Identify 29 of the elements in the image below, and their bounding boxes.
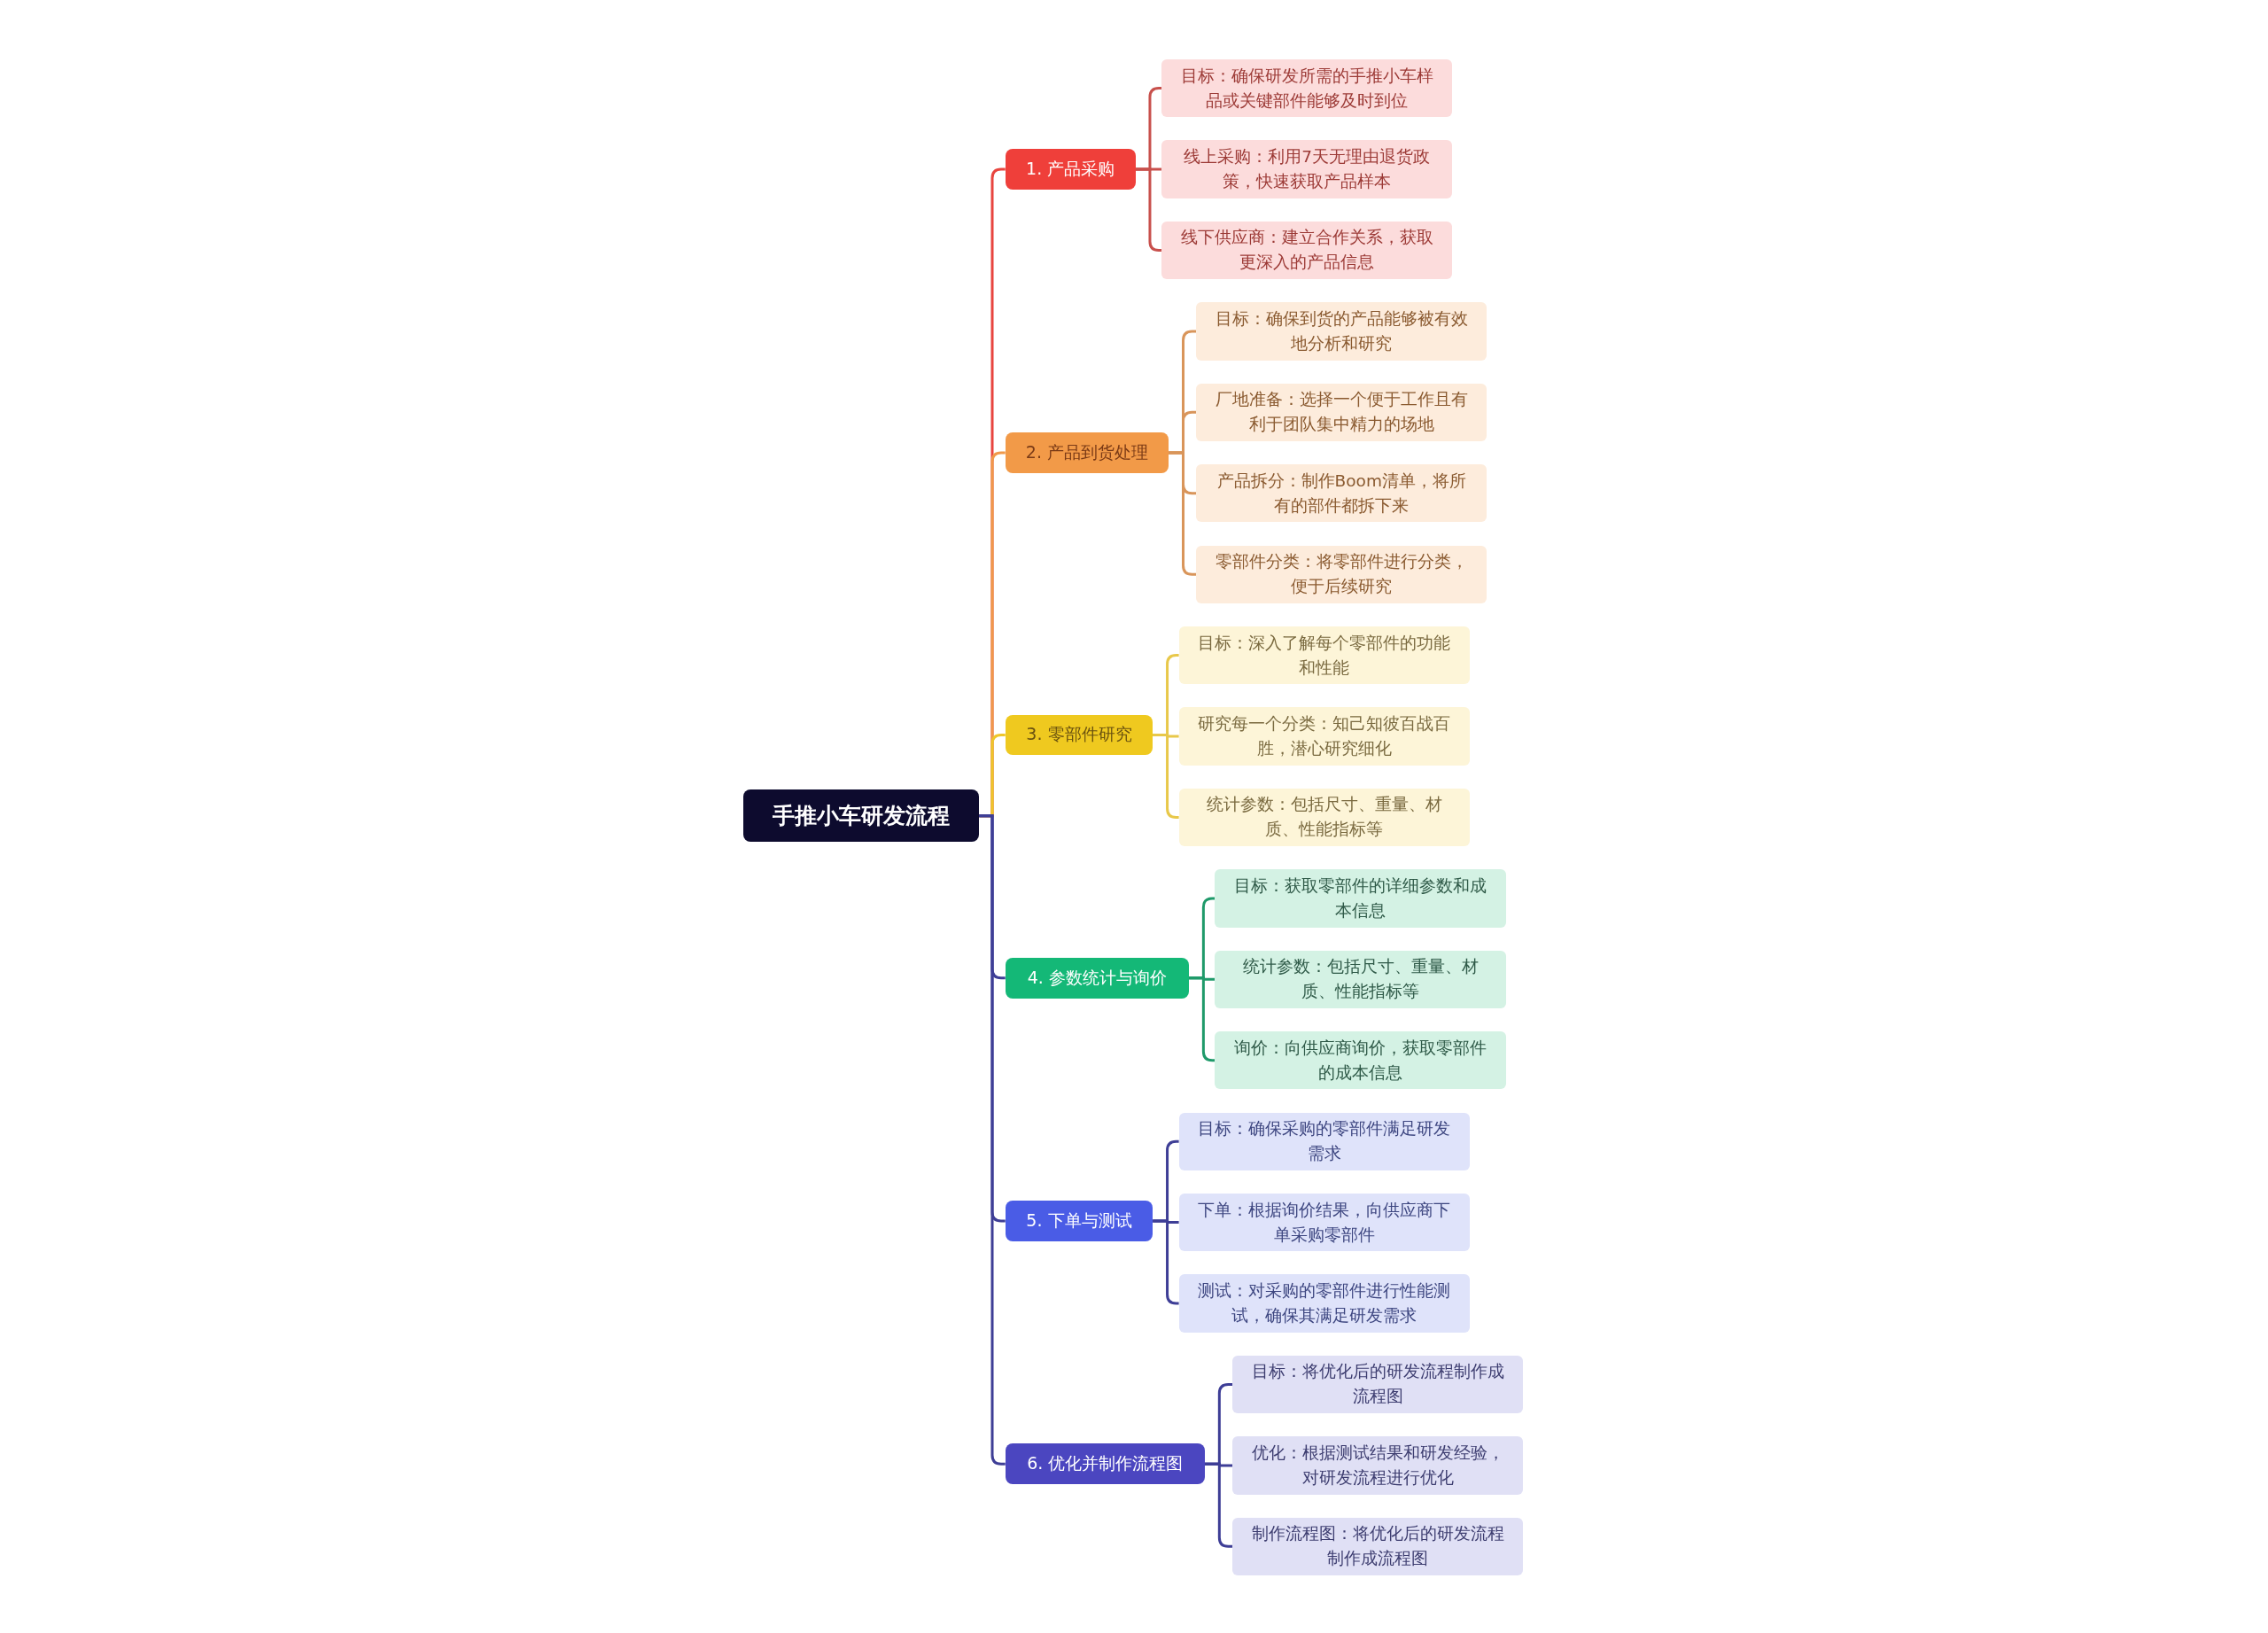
connector [1153, 733, 1179, 819]
note-box: 厂地准备：选择一个便于工作且有利于团队集中精力的场地 [1196, 383, 1487, 441]
note-box: 目标：确保到货的产品能够被有效地分析和研究 [1196, 302, 1487, 361]
topic-box: 5. 下单与测试 [1005, 1201, 1153, 1241]
note-box: 线下供应商：建立合作关系，获取更深入的产品信息 [1161, 221, 1453, 280]
note-box: 询价：向供应商询价，获取零部件的成本信息 [1215, 1031, 1506, 1090]
note-box: 目标：获取零部件的详细参数和成本信息 [1215, 869, 1506, 928]
note-box: 目标：深入了解每个零部件的功能和性能 [1178, 626, 1470, 685]
root-box: 手推小车研发流程 [743, 789, 980, 843]
note-box: 目标：确保研发所需的手推小车样品或关键部件能够及时到位 [1161, 58, 1453, 118]
note-box: 线上采购：利用7天无理由退货政策，快速获取产品样本 [1161, 140, 1453, 198]
note-box: 目标：确保采购的零部件满足研发需求 [1178, 1112, 1470, 1170]
topic-box: 2. 产品到货处理 [1005, 432, 1169, 473]
note-box: 制作流程图：将优化后的研发流程制作成流程图 [1232, 1517, 1524, 1575]
topic-box: 1. 产品采购 [1005, 149, 1136, 190]
note-box: 优化：根据测试结果和研发经验，对研发流程进行优化 [1232, 1436, 1524, 1495]
topic-box: 3. 零部件研究 [1005, 714, 1153, 756]
note-box: 下单：根据询价结果，向供应商下单采购零部件 [1178, 1193, 1470, 1252]
note-box: 测试：对采购的零部件进行性能测试，确保其满足研发需求 [1178, 1274, 1470, 1333]
topic-box: 6. 优化并制作流程图 [1005, 1443, 1205, 1485]
note-box: 统计参数：包括尺寸、重量、材质、性能指标等 [1178, 788, 1470, 847]
note-box: 零部件分类：将零部件进行分类，便于后续研究 [1196, 545, 1487, 603]
note-box: 统计参数：包括尺寸、重量、材质、性能指标等 [1215, 950, 1506, 1008]
topic-box: 4. 参数统计与询价 [1005, 957, 1190, 999]
note-box: 研究每一个分类：知己知彼百战百胜，潜心研究细化 [1178, 707, 1470, 766]
connector [1189, 976, 1216, 1062]
note-box: 目标：将优化后的研发流程制作成流程图 [1232, 1355, 1524, 1414]
note-box: 产品拆分：制作Boom清单，将所有的部件都拆下来 [1196, 464, 1487, 523]
connector [1153, 1219, 1179, 1305]
